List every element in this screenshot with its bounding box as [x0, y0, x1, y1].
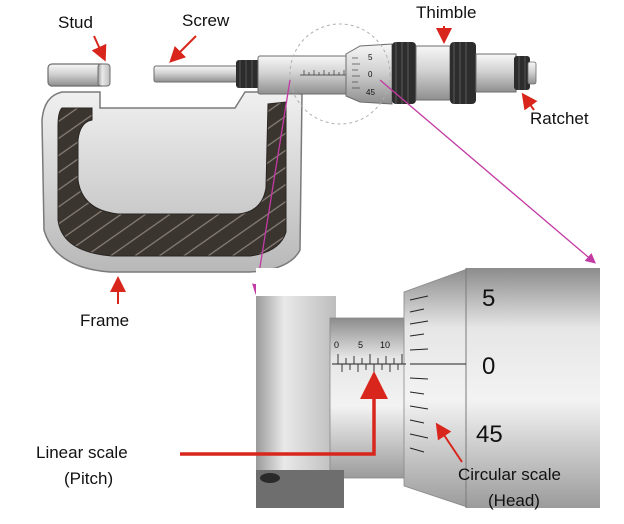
- sleeve: [257, 55, 355, 95]
- frame-grip: [57, 101, 287, 257]
- arrow-screw: [169, 35, 197, 63]
- small-thimble-number: 0: [368, 70, 373, 79]
- small-thimble-number: 5: [368, 53, 373, 62]
- arrow-linear-scale: [180, 371, 388, 456]
- circular-scale-number: 0: [482, 353, 495, 380]
- label-circular-scale: Circular scale: [458, 465, 561, 484]
- label-circular-scale-sub: (Head): [488, 491, 540, 510]
- callout-line: [379, 79, 596, 264]
- circular-scale: [409, 295, 466, 453]
- frame: [41, 91, 303, 273]
- arrow-stud: [91, 35, 107, 62]
- label-linear-scale-sub: (Pitch): [64, 469, 113, 488]
- screw: [153, 60, 260, 88]
- label-linear-scale: Linear scale: [36, 443, 128, 462]
- circular-scale-number: 5: [482, 285, 495, 312]
- stud: [47, 63, 111, 87]
- label-thimble: Thimble: [416, 3, 476, 22]
- circular-scale-number: 45: [476, 421, 503, 448]
- ratchet: [514, 56, 537, 90]
- linear-scale: 0 5 10: [332, 340, 406, 372]
- callout-line: [252, 79, 291, 295]
- zoomed-scale-view: [256, 268, 600, 508]
- linear-scale-number: 5: [358, 340, 363, 350]
- label-ratchet: Ratchet: [530, 109, 589, 128]
- label-frame: Frame: [80, 311, 129, 330]
- small-thimble-number: 45: [366, 88, 375, 97]
- label-stud: Stud: [58, 13, 93, 32]
- magnifier-circle: [289, 23, 391, 125]
- linear-scale-number: 10: [380, 340, 390, 350]
- arrow-ratchet: [521, 92, 538, 111]
- arrow-circular-scale: [435, 422, 463, 463]
- thimble: 5 0 45: [345, 42, 517, 105]
- label-screw: Screw: [182, 11, 230, 30]
- linear-scale-number: 0: [334, 340, 339, 350]
